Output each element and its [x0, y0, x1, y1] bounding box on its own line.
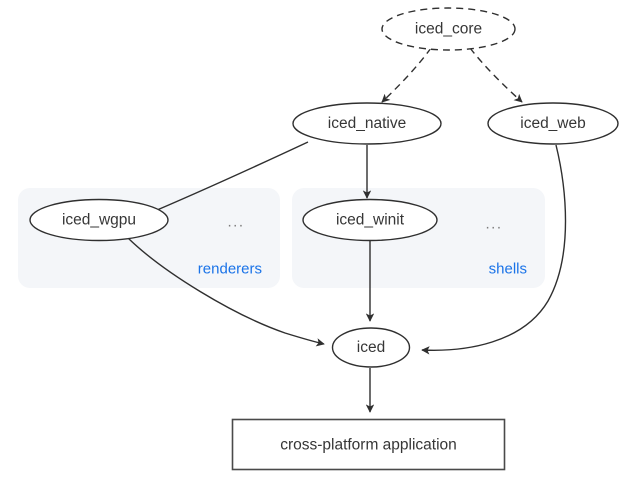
cluster-renderers-ellipsis: ... [227, 214, 244, 231]
node-iced-wgpu[interactable]: iced_wgpu [29, 198, 169, 242]
node-application-shape[interactable] [231, 418, 506, 471]
node-iced-core-label: iced_core [415, 21, 482, 38]
node-cross-platform-application[interactable]: cross-platform application [231, 418, 506, 471]
node-iced-web-shape[interactable] [487, 102, 619, 145]
node-iced-core-shape[interactable] [381, 7, 516, 51]
node-iced-native[interactable]: iced_native [292, 102, 442, 145]
edge-native-to-wgpu [142, 141, 309, 217]
cluster-shells-ellipsis: ... [485, 216, 502, 233]
node-iced-web[interactable]: iced_web [487, 102, 619, 145]
edge-web-to-iced [421, 144, 567, 355]
node-application-label: cross-platform application [280, 437, 457, 454]
node-iced-native-shape[interactable] [292, 102, 442, 145]
node-iced[interactable]: iced [331, 327, 411, 368]
node-iced-winit[interactable]: iced_winit [302, 198, 438, 242]
node-iced-label: iced [357, 339, 385, 356]
node-iced-wgpu-shape[interactable] [29, 198, 169, 242]
cluster-shells-label: shells [489, 261, 527, 278]
node-iced-winit-shape[interactable] [302, 198, 438, 242]
node-iced-wgpu-label: iced_wgpu [62, 212, 136, 229]
node-iced-native-label: iced_native [328, 115, 406, 132]
cluster-renderers-label: renderers [198, 261, 262, 278]
node-iced-shape[interactable] [331, 327, 411, 368]
node-iced-core[interactable]: iced_core [381, 7, 516, 51]
node-iced-winit-label: iced_winit [336, 212, 405, 229]
node-iced-web-label: iced_web [520, 115, 586, 132]
edge-wgpu-to-iced [127, 237, 325, 347]
edge-core-to-native [381, 47, 432, 103]
edge-core-to-web [469, 47, 523, 103]
